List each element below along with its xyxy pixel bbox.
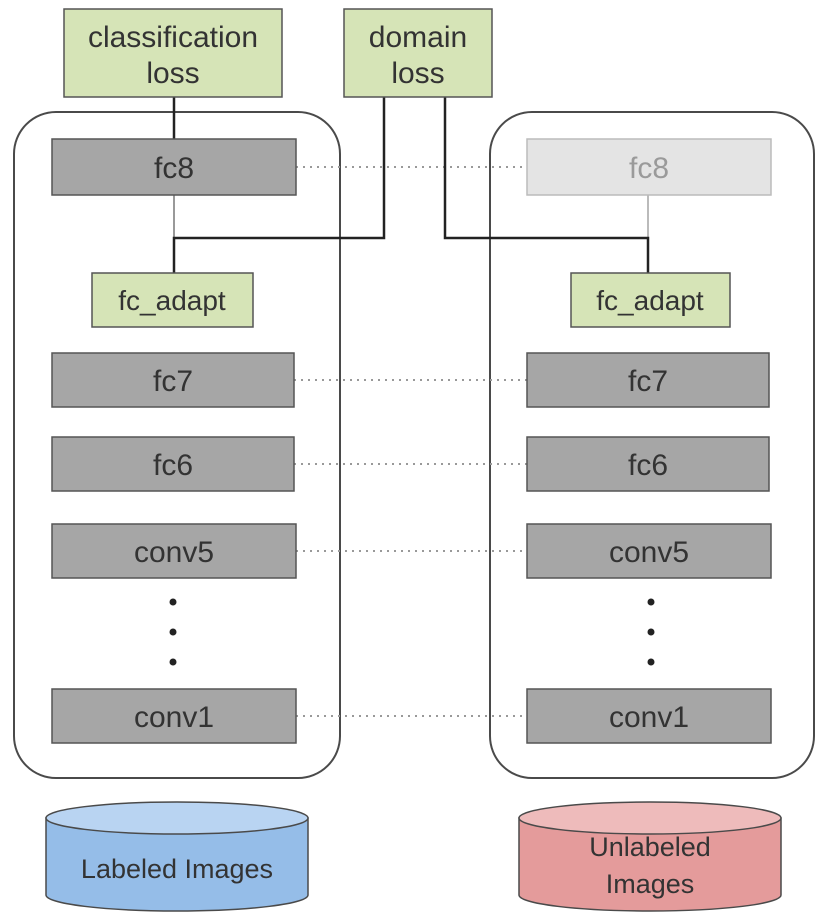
target-fc8-layer: fc8 xyxy=(526,138,772,196)
classification-loss-label-line-1: classification xyxy=(88,21,258,54)
source-fc7-label: fc7 xyxy=(153,365,193,398)
labeled-images-label: Labeled Images xyxy=(81,854,273,884)
domain-loss-to-target-connector xyxy=(443,97,650,273)
target-conv1-layer: conv1 xyxy=(526,688,772,744)
target-fc-adapt-label: fc_adapt xyxy=(596,285,704,316)
source-fc-adapt-layer: fc_adapt xyxy=(91,272,254,328)
source-fc7-layer: fc7 xyxy=(51,352,295,408)
target-conv5-label: conv5 xyxy=(609,536,689,569)
source-conv5-label: conv5 xyxy=(134,536,214,569)
source-fc6-label: fc6 xyxy=(153,449,193,482)
unlabeled-images-database: Unlabeled Images xyxy=(518,801,782,912)
target-fc8-label: fc8 xyxy=(629,152,669,185)
unlabeled-images-label-line-1: Unlabeled xyxy=(589,832,711,862)
source-fc8-layer: fc8 xyxy=(51,138,297,196)
source-conv5-layer: conv5 xyxy=(51,523,297,579)
target-conv1-label: conv1 xyxy=(609,701,689,734)
target-fc7-label: fc7 xyxy=(628,365,668,398)
target-fc7-layer: fc7 xyxy=(526,352,770,408)
source-conv1-layer: conv1 xyxy=(51,688,297,744)
source-fc6-layer: fc6 xyxy=(51,436,295,492)
labeled-database-cylinder-icon xyxy=(45,801,309,912)
domain-loss-box: domain loss xyxy=(343,8,493,98)
domain-loss-label-line-1: domain xyxy=(369,21,467,54)
target-fc-adapt-layer: fc_adapt xyxy=(570,272,731,328)
target-conv5-layer: conv5 xyxy=(526,523,772,579)
target-fc6-label: fc6 xyxy=(628,449,668,482)
domain-loss-to-source-connector xyxy=(172,97,386,273)
classification-loss-box: classification loss xyxy=(63,8,283,98)
classification-loss-label-line-2: loss xyxy=(146,57,199,90)
source-conv1-label: conv1 xyxy=(134,701,214,734)
source-ellipsis-icon xyxy=(169,598,177,666)
target-fc6-layer: fc6 xyxy=(526,436,770,492)
domain-loss-label-line-2: loss xyxy=(391,57,444,90)
source-fc8-label: fc8 xyxy=(154,152,194,185)
labeled-images-database: Labeled Images xyxy=(45,801,309,912)
unlabeled-images-label-line-2: Images xyxy=(606,869,695,899)
loss-connectors xyxy=(172,97,650,273)
target-ellipsis-icon xyxy=(647,598,655,666)
unlabeled-database-cylinder-icon xyxy=(518,801,782,912)
source-fc-adapt-label: fc_adapt xyxy=(118,285,226,316)
